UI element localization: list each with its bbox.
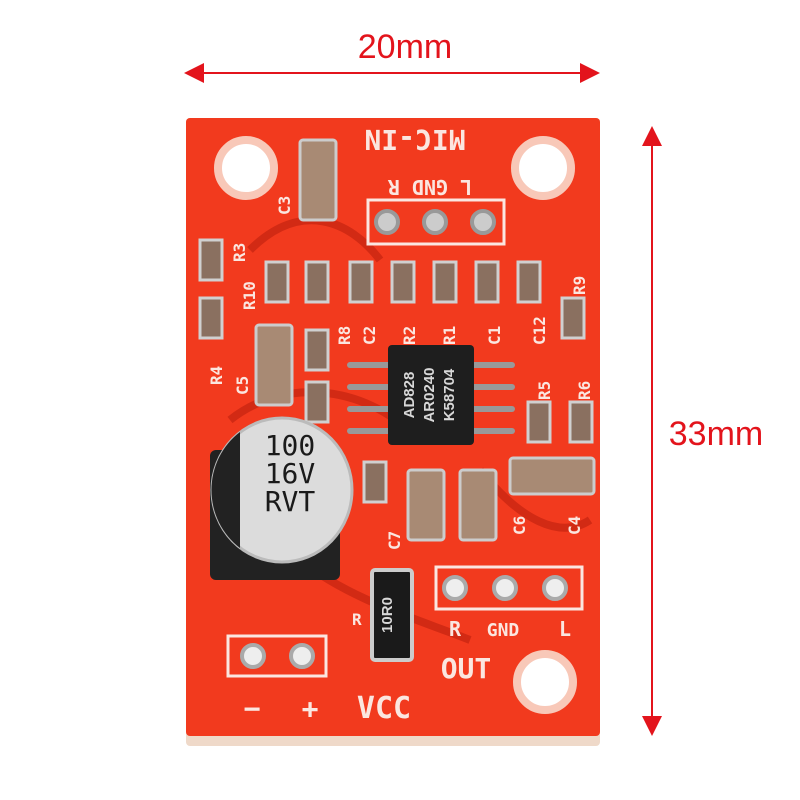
out-pin <box>442 575 468 601</box>
plus-label: + <box>302 692 319 725</box>
height-label: 33mm <box>669 415 763 453</box>
ref-label: R1 <box>440 326 459 345</box>
power-resistor <box>370 568 414 662</box>
mounting-hole <box>511 136 575 200</box>
out-pin-label: R <box>449 617 462 641</box>
ref-label: R4 <box>207 366 226 385</box>
mic-pins-label: L GND R <box>387 175 472 199</box>
power-pin <box>289 643 315 669</box>
mic-pin <box>422 209 448 235</box>
ref-label: C1 <box>485 326 504 345</box>
out-pin <box>492 575 518 601</box>
amplifier-chip: AD828 AR0240 K58704 <box>347 345 515 445</box>
ref-label: R3 <box>230 243 249 262</box>
ref-label: R6 <box>575 381 594 400</box>
ref-label: R5 <box>535 381 554 400</box>
mic-pin <box>470 209 496 235</box>
height-dimension: 33mm <box>642 126 763 736</box>
smd-components <box>198 238 594 504</box>
ref-label: R <box>352 610 362 629</box>
out-pin-label: GND <box>487 620 520 641</box>
ref-label: R9 <box>570 276 589 295</box>
chip-marking: AD828 <box>401 372 418 419</box>
reference-designators: C3 R3 R10 R4 C5 R8 C2 R2 R1 C1 C12 R9 R5… <box>207 196 594 629</box>
vcc-label: VCC <box>357 691 411 726</box>
mounting-hole <box>214 136 278 200</box>
ref-label: C5 <box>233 376 252 395</box>
ref-label: C7 <box>385 531 404 550</box>
out-label: OUT <box>441 652 492 685</box>
ref-label: R8 <box>335 326 354 345</box>
ref-label: C2 <box>360 326 379 345</box>
mic-pin <box>374 209 400 235</box>
smd-capacitor <box>406 468 446 542</box>
chip-marking: AR0240 <box>421 367 438 422</box>
ref-label: C12 <box>530 316 549 345</box>
ref-label: C6 <box>510 516 529 535</box>
capacitor-marking: 100 <box>265 429 316 462</box>
mounting-hole <box>513 650 577 714</box>
capacitor-marking: 16V <box>265 457 316 490</box>
smd-capacitor <box>458 468 498 542</box>
minus-label: − <box>244 692 261 725</box>
electrolytic-capacitor: 100 16V RVT <box>210 416 354 580</box>
ref-label: C4 <box>565 516 584 535</box>
width-dimension: 20mm <box>184 28 600 83</box>
out-pin-label: L <box>559 617 571 641</box>
chip-marking: K58704 <box>441 368 458 421</box>
out-pin <box>542 575 568 601</box>
ref-label: R2 <box>400 326 419 345</box>
width-label: 20mm <box>358 28 452 66</box>
ref-label: C3 <box>275 196 294 215</box>
smd-capacitor <box>508 456 596 496</box>
power-pin <box>240 643 266 669</box>
smd-capacitor <box>254 323 294 407</box>
pcb-board: MIC-IN L GND R <box>186 118 600 746</box>
capacitor-marking: RVT <box>265 485 316 518</box>
mic-in-label: MIC-IN <box>364 123 465 156</box>
ref-label: R10 <box>240 281 259 310</box>
smd-capacitor <box>298 138 338 222</box>
resistor-label: 10R0 <box>379 597 396 633</box>
